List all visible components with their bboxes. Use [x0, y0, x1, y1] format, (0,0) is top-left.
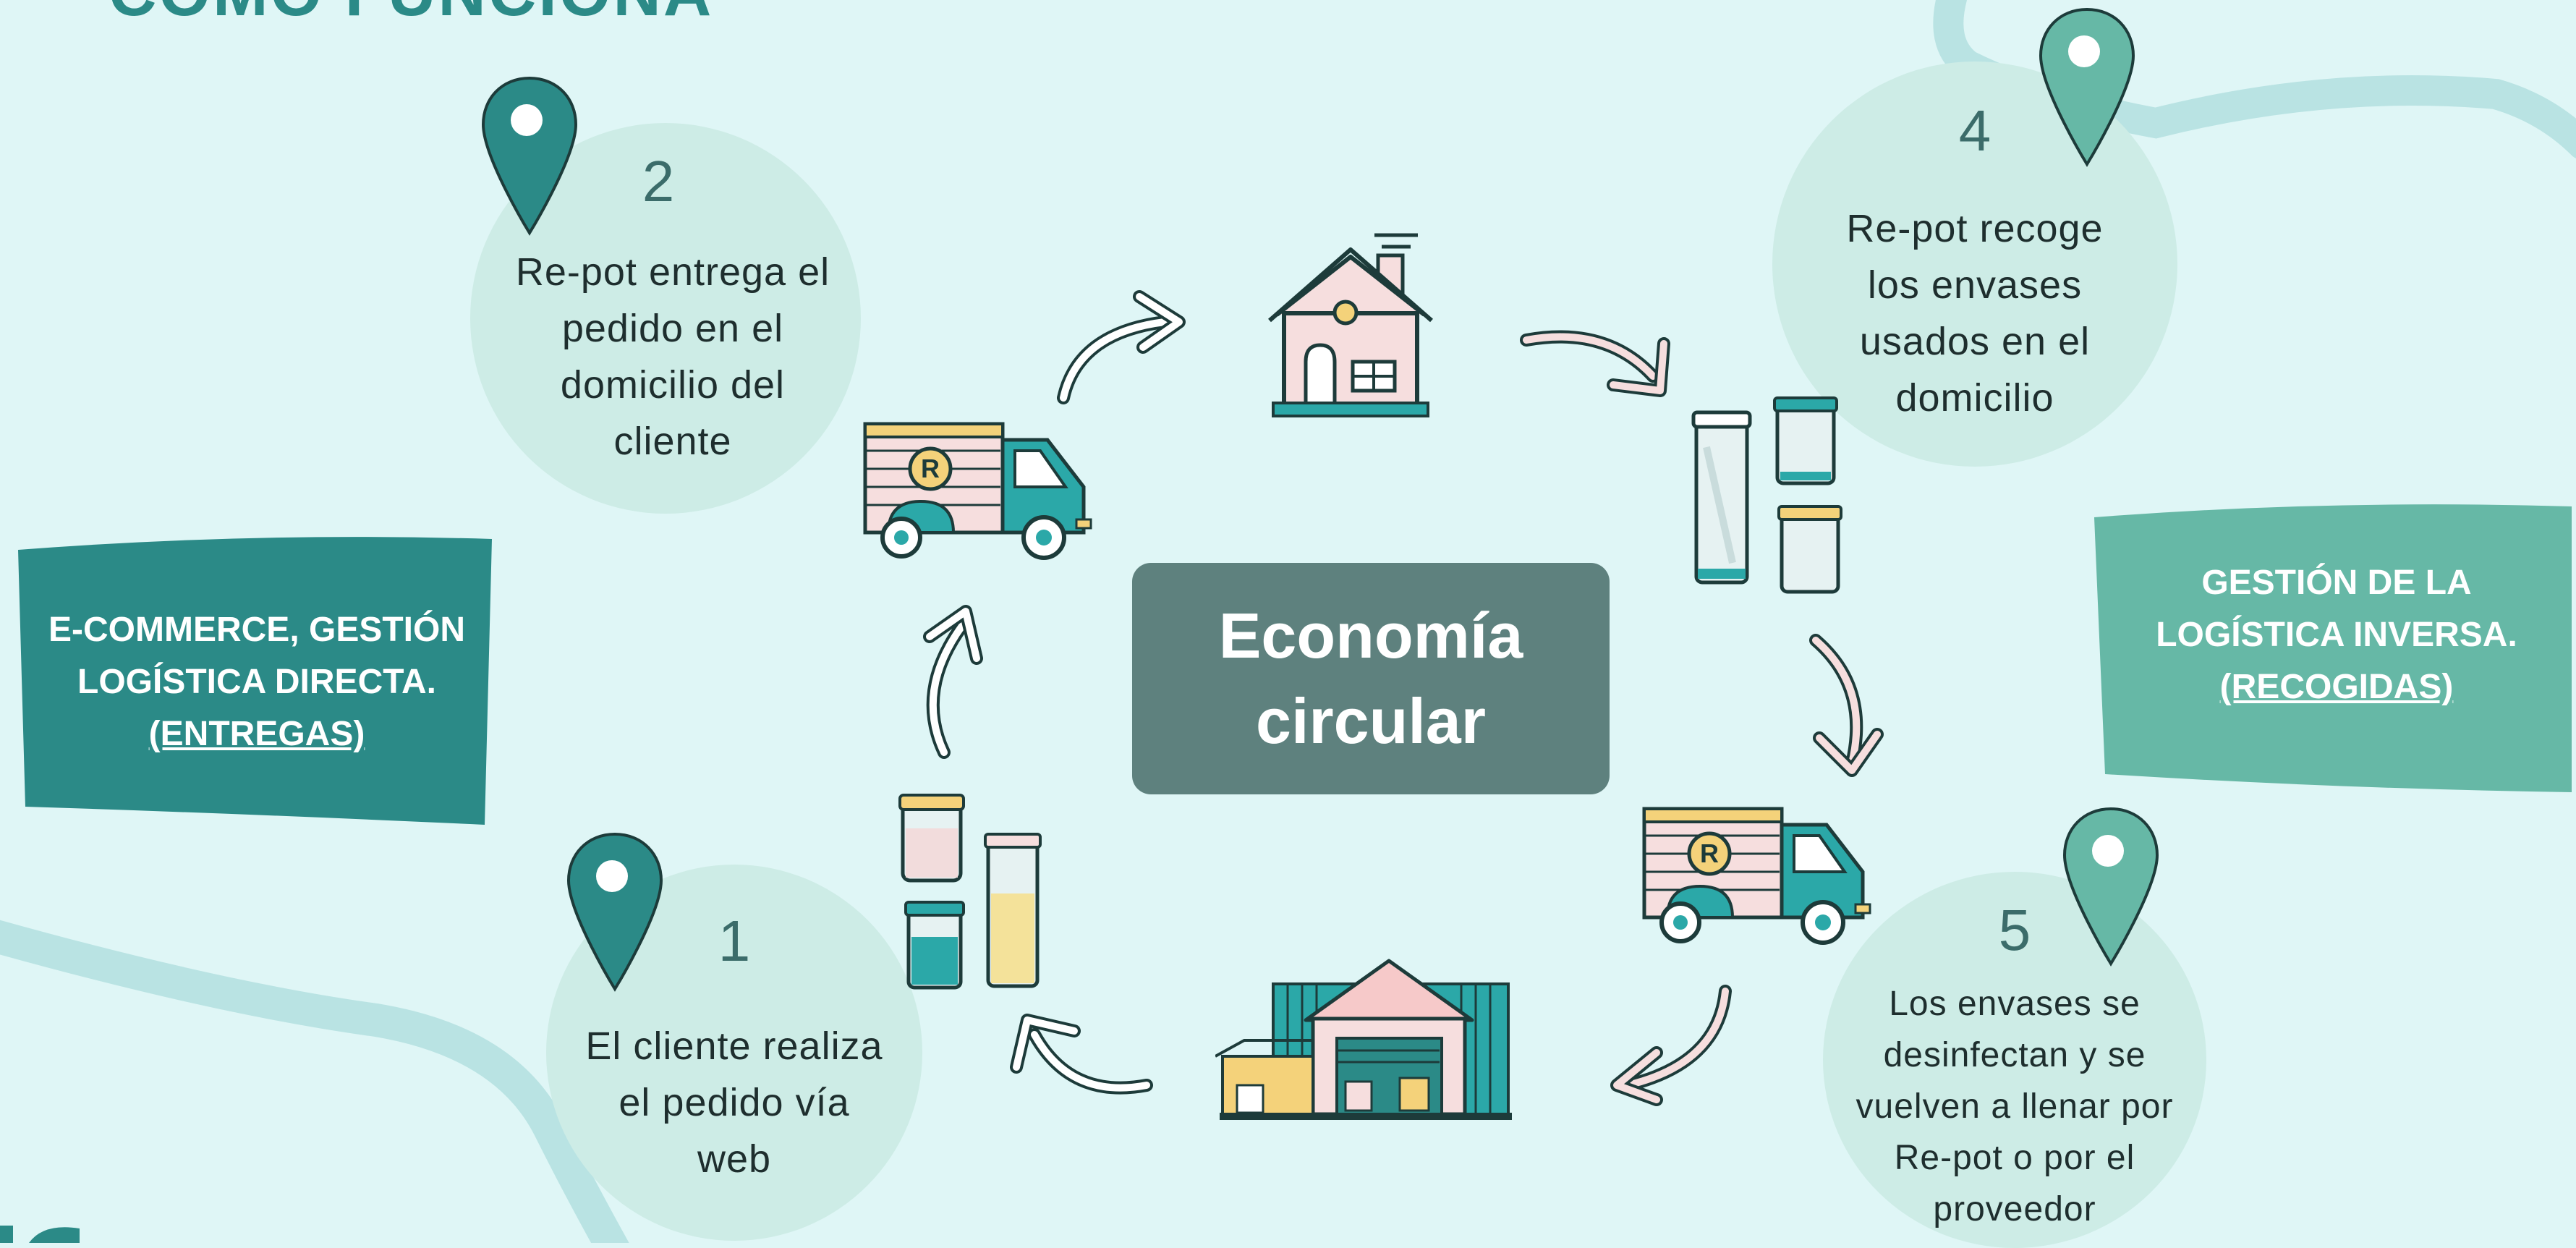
step-4-line-2: los envases — [1867, 263, 2083, 307]
warehouse-icon — [1215, 959, 1512, 1120]
curved-arrow-icon-house-to-jars — [1520, 330, 1670, 397]
banner-right-line-1: GESTIÓN DE LA — [2201, 564, 2472, 602]
page-title: CÓMO FUNCIONA — [109, 0, 713, 31]
step-1: 1 El cliente realiza el pedido vía web — [550, 908, 919, 1187]
banner-right-shape — [2094, 504, 2572, 792]
banner-left-line-1: E-COMMERCE, GESTIÓN — [48, 611, 466, 649]
truck-emblem-left: R — [921, 454, 940, 483]
step-4-line-3: usados en el — [1859, 320, 2091, 363]
banner-left-shape — [18, 537, 492, 825]
step-4-bubble — [1772, 61, 2177, 467]
step-2-line-4: cliente — [613, 420, 732, 463]
banner-left-line-2: LOGÍSTICA DIRECTA. — [77, 663, 436, 701]
step-5-line-5: proveedor — [1933, 1190, 2096, 1228]
step-5-number: 5 — [1998, 898, 2031, 962]
step-2: 2 Re-pot entrega el pedido en el domicil… — [492, 148, 854, 470]
truck-emblem-right: R — [1700, 839, 1719, 868]
center-box: Economía circular — [1132, 563, 1610, 794]
step-5: 5 Los envases se desinfectan y se vuelve… — [1823, 897, 2206, 1235]
step-2-line-1: Re-pot entrega el — [515, 250, 830, 294]
step-1-line-1: El cliente realiza — [585, 1024, 883, 1068]
location-pin-icon-step-4 — [2039, 7, 2135, 167]
step-5-line-3: vuelven a llenar por — [1856, 1087, 2174, 1126]
curved-arrow-icon-2-to-house — [1057, 290, 1186, 404]
center-line-1: Economía — [1218, 600, 1523, 671]
curved-arrow-icon-jars-to-truck-left — [923, 605, 983, 759]
step-5-line-1: Los envases se — [1889, 985, 2141, 1023]
location-pin-icon-step-1 — [566, 832, 663, 992]
brand-logo-icon — [0, 1226, 80, 1243]
jars-icon-used — [1691, 396, 1842, 594]
jars-icon-filled — [898, 794, 1042, 990]
banner-left: E-COMMERCE, GESTIÓN LOGÍSTICA DIRECTA. (… — [22, 604, 492, 760]
truck-icon-left: R — [863, 422, 1092, 560]
truck-icon-right: R — [1642, 807, 1871, 945]
step-4: 4 Re-pot recoge los envases usados en el… — [1787, 98, 2163, 426]
step-2-line-2: pedido en el — [561, 307, 784, 350]
step-4-number: 4 — [1958, 98, 1991, 163]
banner-right-line-3: (RECOGIDAS) — [2219, 668, 2454, 706]
banner-left-line-3: (ENTREGAS) — [148, 715, 365, 753]
house-icon — [1268, 233, 1433, 417]
step-4-line-4: domicilio — [1895, 376, 2054, 420]
step-4-line-1: Re-pot recoge — [1846, 207, 2104, 250]
step-2-number: 2 — [642, 149, 675, 213]
curved-arrow-icon-truck-to-warehouse — [1610, 985, 1732, 1106]
step-5-bubble — [1823, 872, 2206, 1248]
step-1-number: 1 — [718, 909, 751, 973]
step-1-line-2: el pedido vía — [619, 1081, 850, 1124]
curved-arrow-icon-warehouse-to-jars — [1010, 1014, 1153, 1095]
step-5-line-2: desinfectan y se — [1883, 1036, 2146, 1074]
banner-right: GESTIÓN DE LA LOGÍSTICA INVERSA. (RECOGI… — [2101, 557, 2572, 713]
center-line-2: circular — [1256, 685, 1486, 757]
step-5-line-4: Re-pot o por el — [1894, 1139, 2135, 1177]
location-pin-icon-step-5 — [2062, 807, 2159, 967]
step-2-line-3: domicilio del — [560, 363, 786, 407]
step-1-line-3: web — [697, 1137, 772, 1181]
banner-right-line-2: LOGÍSTICA INVERSA. — [2156, 616, 2517, 654]
location-pin-icon-step-2 — [481, 76, 578, 236]
river-bottom-left — [0, 920, 629, 1243]
curved-arrow-icon-jars-to-truck — [1809, 634, 1884, 777]
